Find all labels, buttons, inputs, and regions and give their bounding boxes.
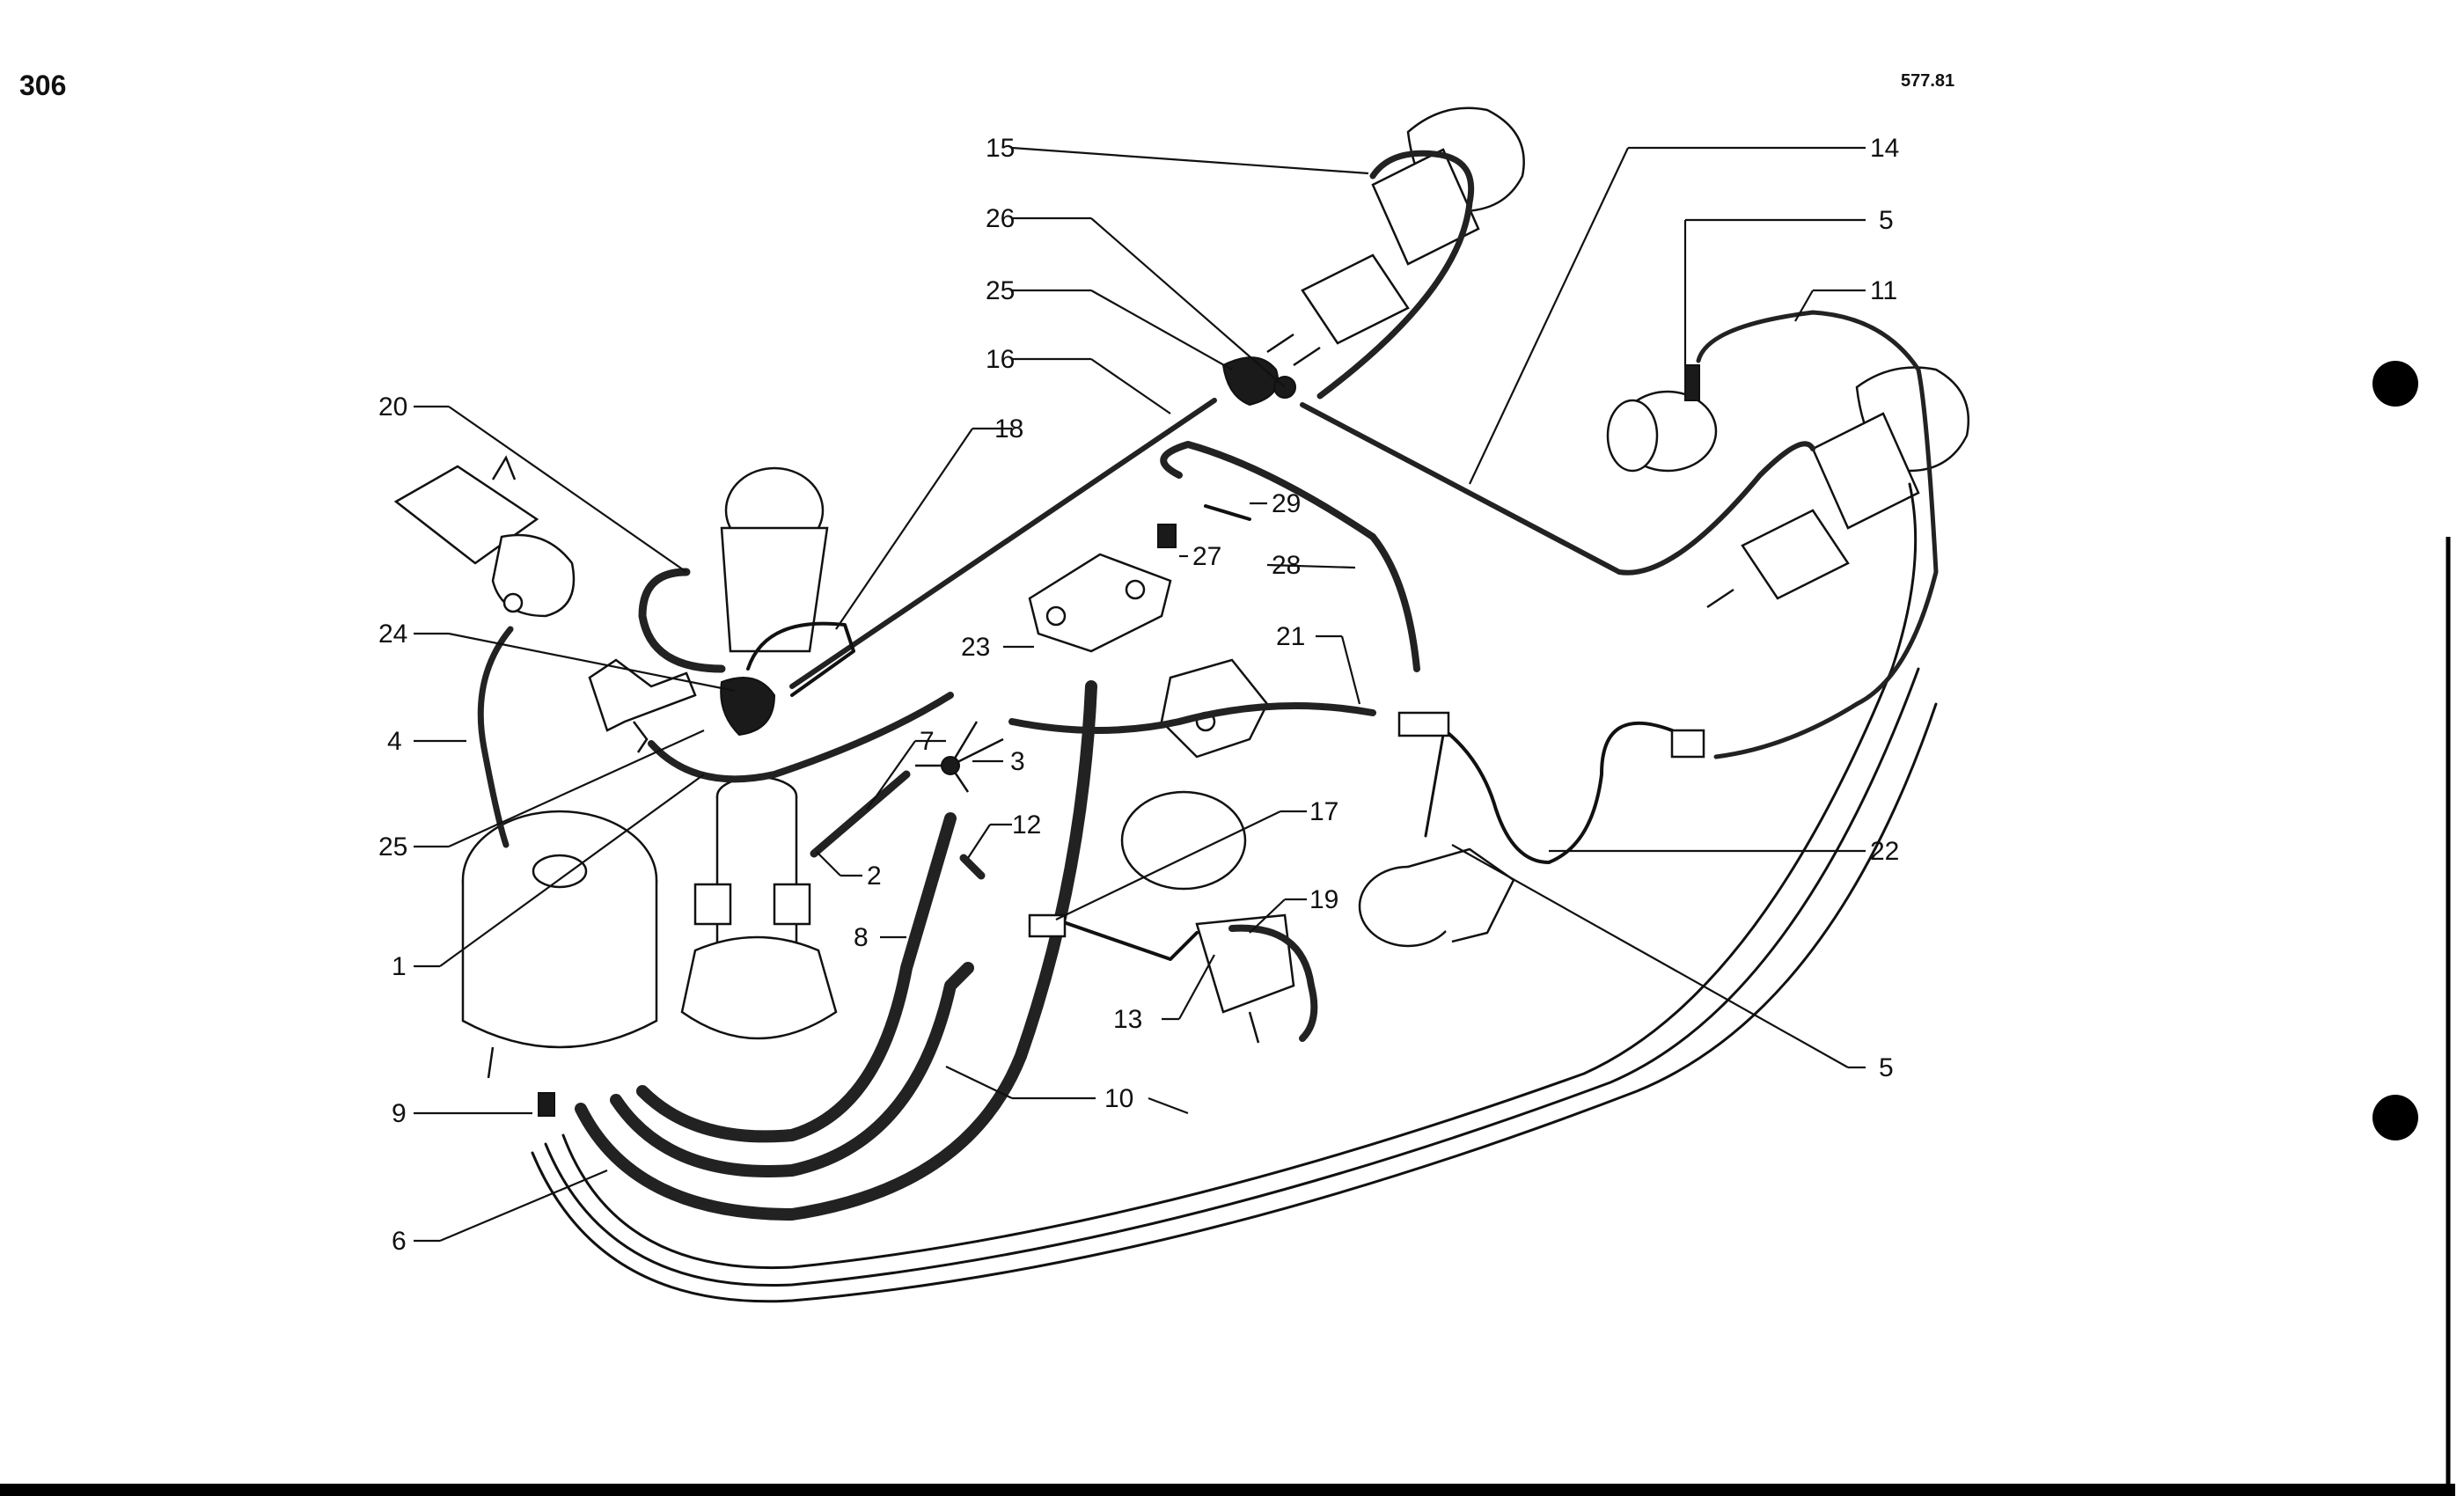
- callout-8: 8: [854, 923, 869, 952]
- page-number: 306: [19, 70, 66, 101]
- callout-24: 24: [378, 620, 407, 649]
- callout-15: 15: [986, 134, 1015, 163]
- callout-6: 6: [392, 1227, 407, 1256]
- callout-16: 16: [986, 345, 1015, 374]
- callout-19: 19: [1309, 885, 1338, 914]
- callout-27: 27: [1192, 542, 1221, 571]
- rear-wheel-cylinder-right: [1358, 847, 1515, 948]
- callout-28: 28: [1272, 551, 1301, 580]
- callout-22: 22: [1870, 837, 1899, 866]
- callout-4: 4: [387, 727, 402, 756]
- callout-25-top: 25: [986, 276, 1015, 305]
- callout-17: 17: [1309, 797, 1338, 826]
- binder-hole-bottom: [2372, 1095, 2418, 1140]
- callout-26: 26: [986, 204, 1015, 233]
- callout-labels: 15 26 25 16 14 5 11 20 18 29 27 28 24 23…: [378, 134, 1899, 1256]
- callout-23: 23: [961, 633, 990, 662]
- callout-25-left: 25: [378, 832, 407, 862]
- brake-pipes: [477, 150, 1939, 1303]
- servo-booster-top-left: [393, 455, 576, 618]
- callout-20: 20: [378, 392, 407, 422]
- callout-13: 13: [1113, 1005, 1142, 1034]
- callout-5-top: 5: [1879, 206, 1894, 235]
- callout-11: 11: [1870, 276, 1897, 305]
- drawing-code: 577.81: [1901, 71, 1954, 91]
- callout-21: 21: [1276, 622, 1305, 651]
- rear-brake-cylinder: [1120, 790, 1295, 1044]
- callout-5-bottom: 5: [1879, 1053, 1894, 1082]
- callout-2: 2: [867, 862, 882, 891]
- callout-10: 10: [1104, 1084, 1133, 1113]
- callout-14: 14: [1870, 134, 1899, 163]
- callout-3: 3: [1010, 747, 1025, 776]
- callout-18: 18: [994, 414, 1023, 444]
- callout-9: 9: [392, 1099, 407, 1128]
- fluid-reservoir: [461, 810, 658, 1079]
- binder-hole-top: [2372, 361, 2418, 407]
- callout-12: 12: [1012, 810, 1041, 840]
- pressure-regulator: [680, 775, 838, 1040]
- bottom-border: [0, 1484, 2455, 1496]
- leader-lines: [414, 146, 1866, 1243]
- front-caliper-right: [1266, 106, 1525, 367]
- brake-distributor: [1028, 553, 1172, 653]
- wheel-cylinder-right: [1606, 364, 1718, 473]
- master-cylinder: [720, 466, 829, 653]
- callout-29: 29: [1272, 489, 1301, 518]
- mounting-bracket: [588, 658, 697, 753]
- callout-7: 7: [920, 727, 935, 756]
- rear-caliper-right: [1706, 366, 1970, 609]
- callout-1: 1: [392, 952, 407, 981]
